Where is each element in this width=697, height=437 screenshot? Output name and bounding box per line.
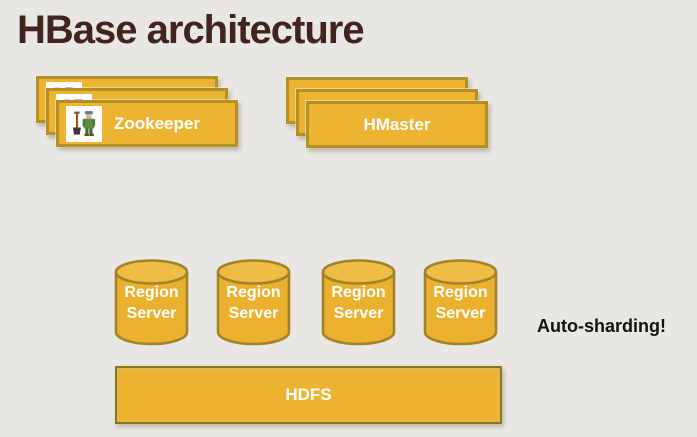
hmaster-node-stack: HMaster [286, 77, 489, 149]
zookeeper-icon-box [66, 105, 102, 142]
database-cylinder-icon [216, 259, 291, 346]
zookeeper-card-front: Zookeeper [56, 100, 238, 147]
region-server-label: Region Server [124, 284, 179, 323]
hdfs-label: HDFS [285, 385, 332, 404]
region-server-label: Region Server [331, 284, 386, 323]
auto-sharding-annotation: Auto-sharding! [537, 316, 666, 336]
page-title: HBase architecture [17, 8, 365, 52]
region-server-cylinder: Region Server [320, 257, 397, 347]
zookeeper-person-icon [68, 107, 100, 140]
zookeeper-label: Zookeeper [114, 113, 200, 133]
region-server-cylinder: Region Server [422, 257, 499, 347]
region-server-label: Region Server [226, 284, 281, 323]
database-cylinder-icon [321, 259, 396, 346]
database-cylinder-icon [114, 259, 189, 346]
zookeeper-node-stack: Zookeeper [36, 76, 239, 148]
hmaster-card-front: HMaster [306, 101, 488, 148]
region-server-cylinder: Region Server [113, 257, 190, 347]
hmaster-label: HMaster [363, 114, 431, 134]
region-server-cylinder: Region Server [215, 257, 292, 347]
database-cylinder-icon [423, 259, 498, 346]
hdfs-bar: HDFS [115, 366, 502, 424]
region-server-label: Region Server [433, 284, 488, 323]
